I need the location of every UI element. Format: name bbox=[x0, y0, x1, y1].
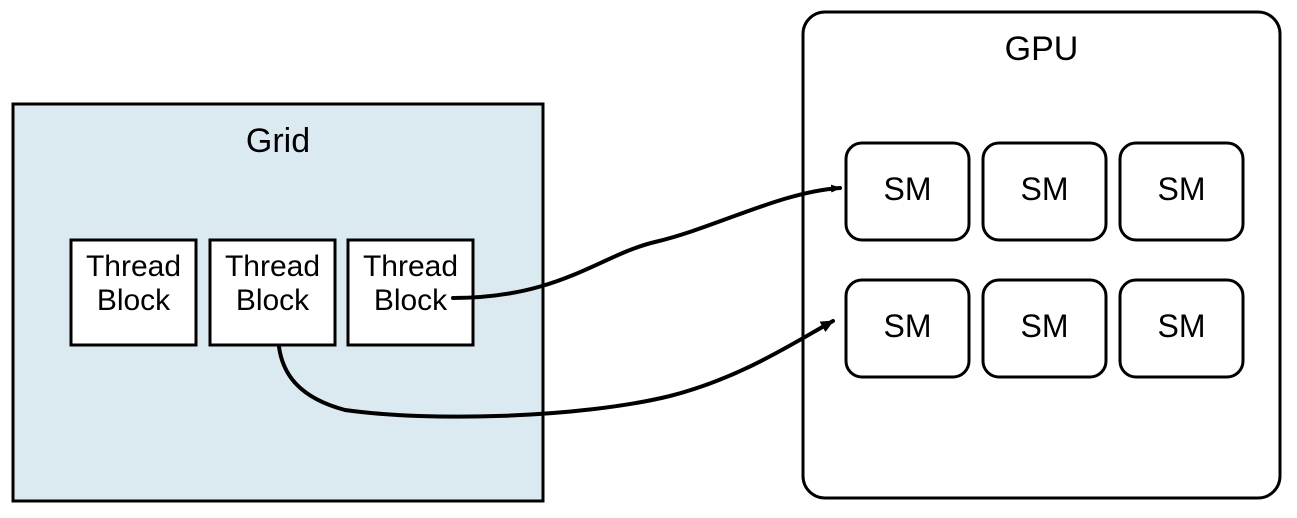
sm-box-r1c3[interactable] bbox=[1118, 141, 1245, 242]
thread-block-label-1-line1: Thread bbox=[85, 250, 182, 283]
sm-label-r1c3: SM bbox=[1157, 171, 1206, 207]
thread-block-label-3-line2: Block bbox=[373, 283, 448, 317]
thread-block-box-2[interactable] bbox=[208, 238, 337, 347]
sm-label-r2c2: SM bbox=[1020, 308, 1069, 344]
thread-block-label-3-line1: Thread bbox=[362, 250, 459, 283]
sm-box-r2c2[interactable] bbox=[981, 278, 1108, 379]
thread-block-box-3[interactable] bbox=[346, 238, 475, 347]
connector-arrow-block3-to-sm1 bbox=[451, 184, 842, 300]
gpu-container-box[interactable] bbox=[801, 10, 1282, 500]
thread-block-label-1: Thread Block bbox=[71, 250, 196, 317]
sm-label-r2c1: SM bbox=[883, 308, 932, 344]
grid-title: Grid bbox=[245, 122, 311, 160]
sm-box-r1c1[interactable] bbox=[844, 141, 971, 242]
sm-box-r2c3[interactable] bbox=[1118, 278, 1245, 379]
sm-box-r2c1[interactable] bbox=[844, 278, 971, 379]
sm-label-r1c1: SM bbox=[883, 171, 932, 207]
thread-block-label-1-line2: Block bbox=[96, 283, 171, 317]
thread-block-box-1[interactable] bbox=[69, 238, 198, 347]
connector-arrow-block2-to-sm4 bbox=[277, 319, 835, 419]
sm-label-r2c3: SM bbox=[1157, 308, 1206, 344]
thread-block-label-2-line2: Block bbox=[235, 283, 310, 317]
thread-block-label-2-line1: Thread bbox=[224, 250, 321, 283]
thread-block-label-2: Thread Block bbox=[210, 250, 335, 317]
thread-block-label-3: Thread Block bbox=[348, 250, 473, 317]
sm-box-r1c2[interactable] bbox=[981, 141, 1108, 242]
gpu-title: GPU bbox=[1004, 30, 1079, 68]
sm-label-r1c2: SM bbox=[1020, 171, 1069, 207]
